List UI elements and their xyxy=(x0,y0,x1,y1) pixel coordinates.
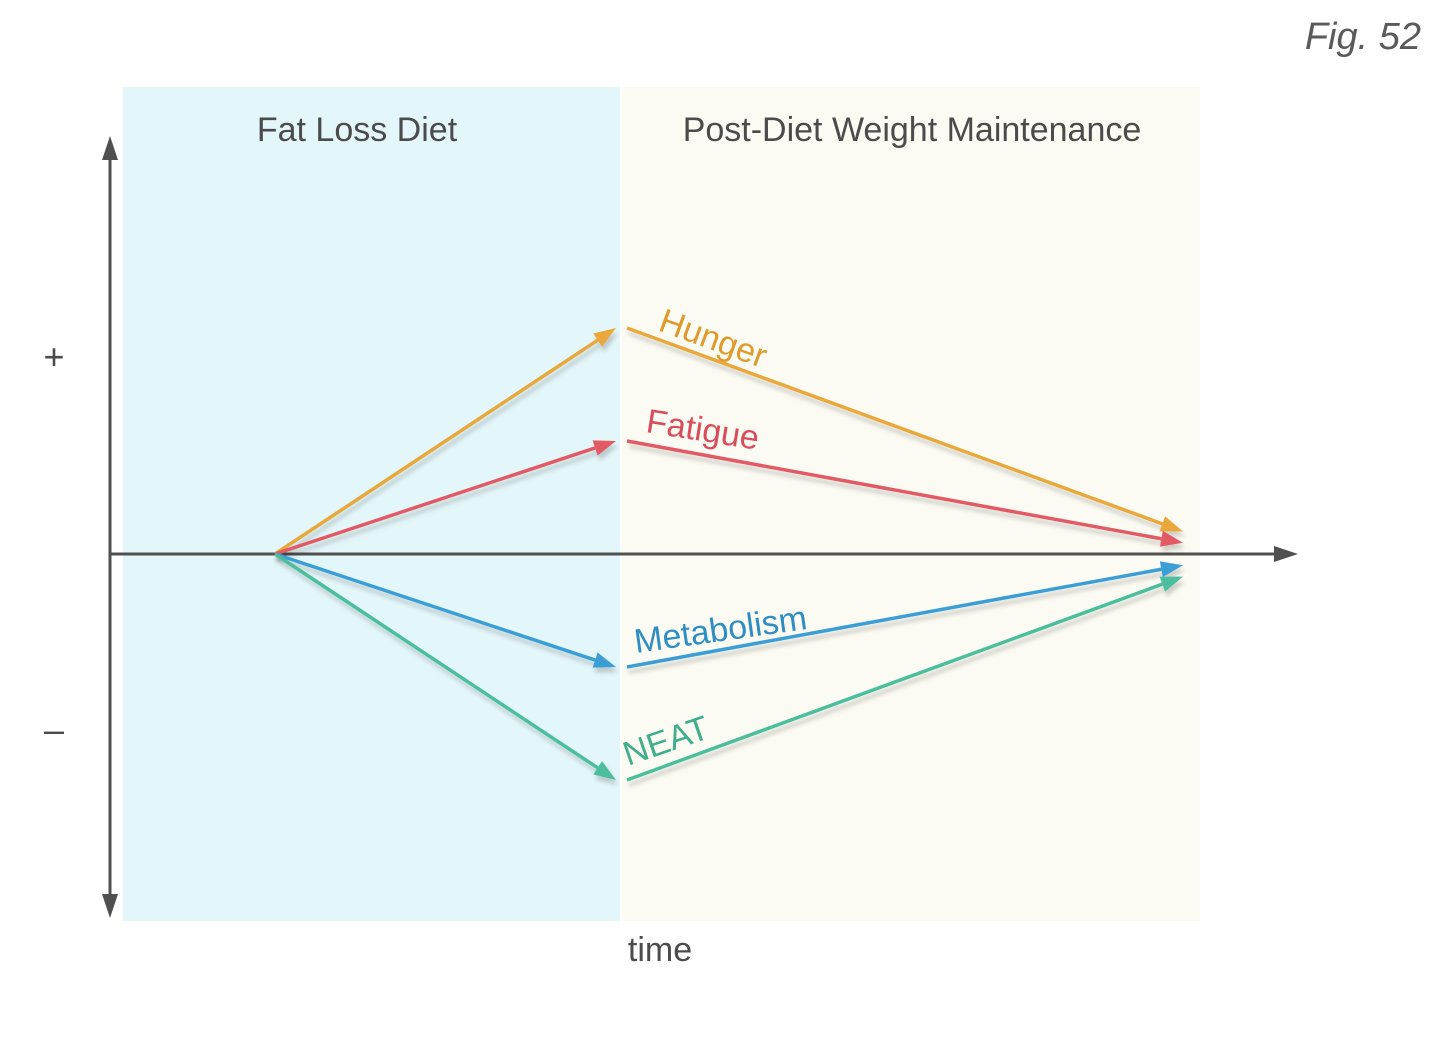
fatigue-maintenance-arrow-arrowhead xyxy=(1159,530,1183,547)
metabolism-maintenance-arrow-arrowhead xyxy=(1159,561,1183,578)
hunger-diet-arrow-arrowhead xyxy=(593,328,616,347)
fatigue-maintenance-arrow-line xyxy=(626,439,1162,541)
minus-sign: – xyxy=(44,709,64,750)
metabolism-maintenance-arrow xyxy=(626,561,1183,669)
fatigue-diet-arrow-line xyxy=(274,446,596,556)
y-axis-down-arrowhead xyxy=(102,894,118,918)
fatigue-maintenance-arrow xyxy=(626,439,1183,547)
metabolism-diet-arrow-arrowhead xyxy=(592,652,616,668)
x-axis-label: time xyxy=(628,931,692,969)
hunger-maintenance-arrow-line xyxy=(626,326,1163,526)
fatigue-diet-arrow-arrowhead xyxy=(592,440,616,456)
fatigue-diet-arrow xyxy=(274,440,616,556)
hunger-diet-arrow xyxy=(274,328,616,556)
maintenance-phase-background xyxy=(622,87,1200,921)
figure-label: Fig. 52 xyxy=(1304,16,1421,58)
fat-loss-phase-background xyxy=(123,87,620,921)
neat-diet-arrow-line xyxy=(274,552,599,770)
neat-maintenance-arrow xyxy=(626,576,1183,782)
axes xyxy=(102,136,1298,918)
x-axis-arrowhead xyxy=(1274,546,1298,562)
hunger-diet-arrow-line xyxy=(274,338,599,556)
neat-maintenance-arrow-arrowhead xyxy=(1159,576,1183,592)
metabolism-maintenance-arrow-line xyxy=(626,567,1162,669)
neat-diet-arrow xyxy=(274,552,616,780)
neat-diet-arrow-arrowhead xyxy=(593,761,616,780)
hunger-maintenance-arrow-arrowhead xyxy=(1159,516,1183,532)
metabolism-diet-arrow xyxy=(274,552,616,668)
hunger-maintenance-arrow xyxy=(626,326,1183,532)
maintenance-phase-title: Post-Diet Weight Maintenance xyxy=(683,111,1142,149)
plus-sign: + xyxy=(43,336,64,377)
fat-loss-phase-title: Fat Loss Diet xyxy=(257,111,458,149)
metabolism-diet-arrow-line xyxy=(274,552,596,662)
neat-maintenance-arrow-line xyxy=(626,582,1163,782)
y-axis-up-arrowhead xyxy=(102,136,118,160)
